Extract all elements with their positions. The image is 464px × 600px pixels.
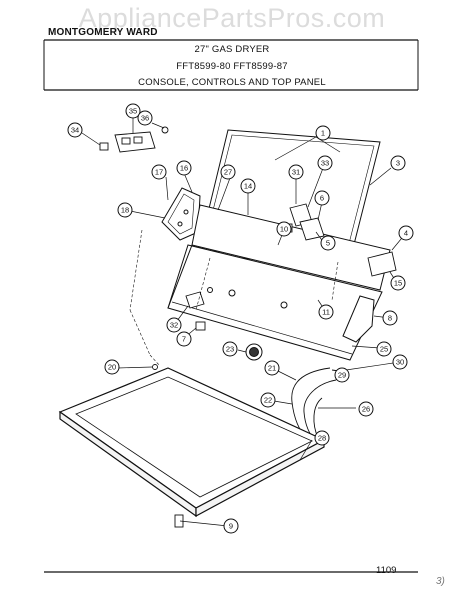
svg-text:20: 20 [108, 363, 116, 372]
callout-balloons: 35 36 34 1 33 3 16 17 27 14 31 6 18 10 5… [67, 103, 414, 534]
svg-text:8: 8 [388, 314, 392, 323]
svg-text:27: 27 [224, 168, 232, 177]
callout-9: 9 [223, 518, 239, 534]
callout-23: 23 [222, 341, 238, 357]
callout-21: 21 [264, 360, 280, 376]
svg-text:32: 32 [170, 321, 178, 330]
callout-29: 29 [334, 367, 350, 383]
svg-text:10: 10 [280, 225, 288, 234]
callout-31: 31 [288, 164, 304, 180]
svg-text:26: 26 [362, 405, 370, 414]
svg-text:18: 18 [121, 206, 129, 215]
svg-text:31: 31 [292, 168, 300, 177]
callout-7: 7 [176, 331, 192, 347]
callout-17: 17 [151, 164, 167, 180]
callout-3: 3 [390, 155, 406, 171]
svg-text:35: 35 [129, 107, 137, 116]
callout-15: 15 [390, 275, 406, 291]
callout-18: 18 [117, 202, 133, 218]
callout-1: 1 [315, 125, 331, 141]
callout-11: 11 [318, 304, 334, 320]
svg-text:17: 17 [155, 168, 163, 177]
svg-text:9: 9 [229, 522, 233, 531]
callout-36: 36 [137, 110, 153, 126]
callout-30: 30 [392, 354, 408, 370]
page-number: 1109 [376, 565, 397, 576]
callout-34: 34 [67, 122, 83, 138]
svg-text:34: 34 [71, 126, 79, 135]
svg-text:29: 29 [338, 371, 346, 380]
svg-text:3: 3 [396, 159, 400, 168]
svg-text:22: 22 [264, 396, 272, 405]
callout-22: 22 [260, 392, 276, 408]
model-numbers: FFT8599-80 FFT8599-87 [176, 61, 288, 72]
svg-text:5: 5 [326, 239, 330, 248]
left-end-cap [161, 187, 201, 241]
callout-20: 20 [104, 359, 120, 375]
callout-27: 27 [220, 164, 236, 180]
callout-16: 16 [176, 160, 192, 176]
svg-text:4: 4 [404, 229, 408, 238]
svg-text:14: 14 [244, 182, 252, 191]
small-parts [152, 364, 184, 528]
callout-5: 5 [320, 235, 336, 251]
top-panel [58, 367, 326, 518]
knob [245, 343, 263, 361]
svg-text:30: 30 [396, 358, 404, 367]
callout-35: 35 [125, 103, 141, 119]
svg-text:36: 36 [141, 114, 149, 123]
callout-28: 28 [314, 430, 330, 446]
svg-text:16: 16 [180, 164, 188, 173]
header-rules [43, 39, 419, 573]
timer-bracket [99, 126, 169, 153]
svg-text:1: 1 [321, 129, 325, 138]
callout-10: 10 [276, 221, 292, 237]
corner-mark: 3) [436, 576, 445, 587]
product-title: 27" GAS DRYER [194, 44, 270, 55]
callout-25: 25 [376, 341, 392, 357]
svg-text:7: 7 [182, 335, 186, 344]
callout-14: 14 [240, 178, 256, 194]
watermark: AppliancePartsPros.com [78, 3, 386, 33]
exploded-lines [129, 229, 339, 367]
svg-text:25: 25 [380, 345, 388, 354]
svg-text:6: 6 [320, 194, 324, 203]
svg-text:28: 28 [318, 434, 326, 443]
callout-4: 4 [398, 225, 414, 241]
svg-text:15: 15 [394, 279, 402, 288]
callout-32: 32 [166, 317, 182, 333]
callout-26: 26 [358, 401, 374, 417]
callout-33: 33 [317, 155, 333, 171]
section-title: CONSOLE, CONTROLS AND TOP PANEL [138, 77, 326, 88]
callout-6: 6 [314, 190, 330, 206]
svg-text:11: 11 [322, 308, 330, 317]
right-end-cap [342, 295, 375, 343]
console-panel [167, 204, 391, 361]
svg-text:33: 33 [321, 159, 329, 168]
svg-text:23: 23 [226, 345, 234, 354]
brand-label: MONTGOMERY WARD [48, 27, 158, 38]
callout-8: 8 [382, 310, 398, 326]
svg-text:21: 21 [268, 364, 276, 373]
